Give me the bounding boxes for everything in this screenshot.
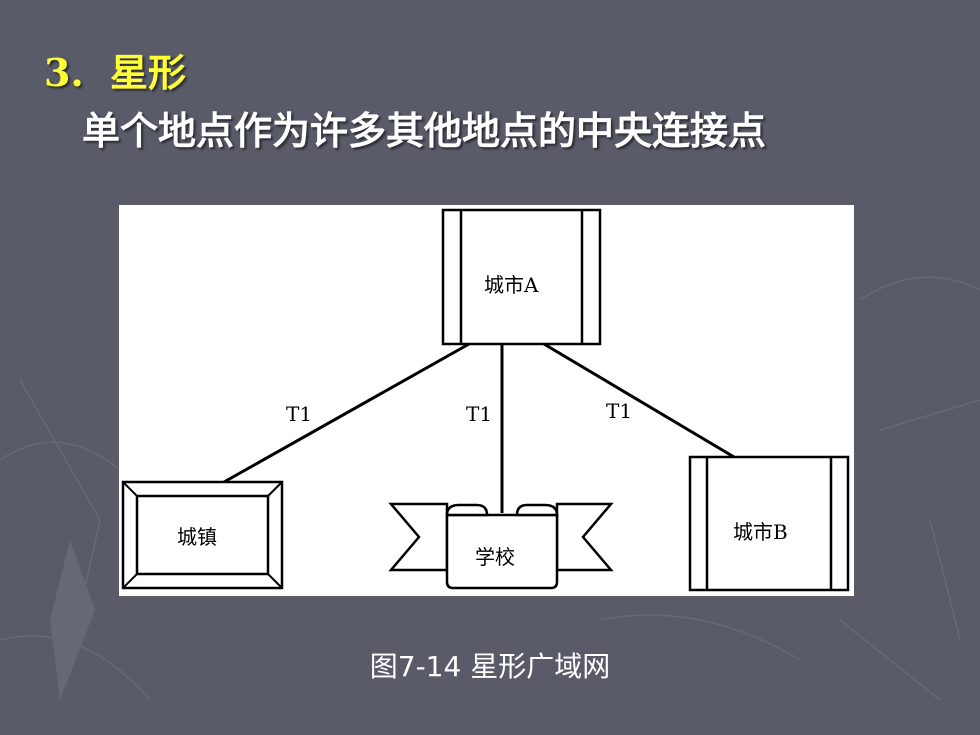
- node-city-a: [441, 208, 602, 346]
- link-label-school: T1: [466, 402, 493, 426]
- heading-text: 星形: [110, 50, 187, 95]
- link-line-city-b: [543, 342, 735, 459]
- town-label: 城镇: [177, 525, 217, 549]
- node-school: [388, 502, 614, 590]
- city-b-label: 城市B: [733, 520, 788, 544]
- figure-caption: 图7-14 星形广域网: [369, 650, 611, 683]
- link-label-city-b: T1: [606, 399, 633, 423]
- link-label-town: T1: [286, 402, 313, 426]
- star-wan-diagram: 城市A 城镇 学校 城市B T1 T1 T1: [119, 205, 854, 596]
- city-a-label: 城市A: [484, 273, 539, 297]
- diagram-graphics: [121, 208, 850, 592]
- slide-heading: 3. 星形: [44, 42, 186, 97]
- node-town: [121, 480, 284, 590]
- school-label: 学校: [475, 545, 515, 569]
- heading-number: 3.: [44, 50, 84, 95]
- node-city-b: [688, 455, 850, 592]
- slide-subtitle: 单个地点作为许多其他地点的中央连接点: [82, 108, 767, 153]
- link-line-town: [223, 342, 470, 484]
